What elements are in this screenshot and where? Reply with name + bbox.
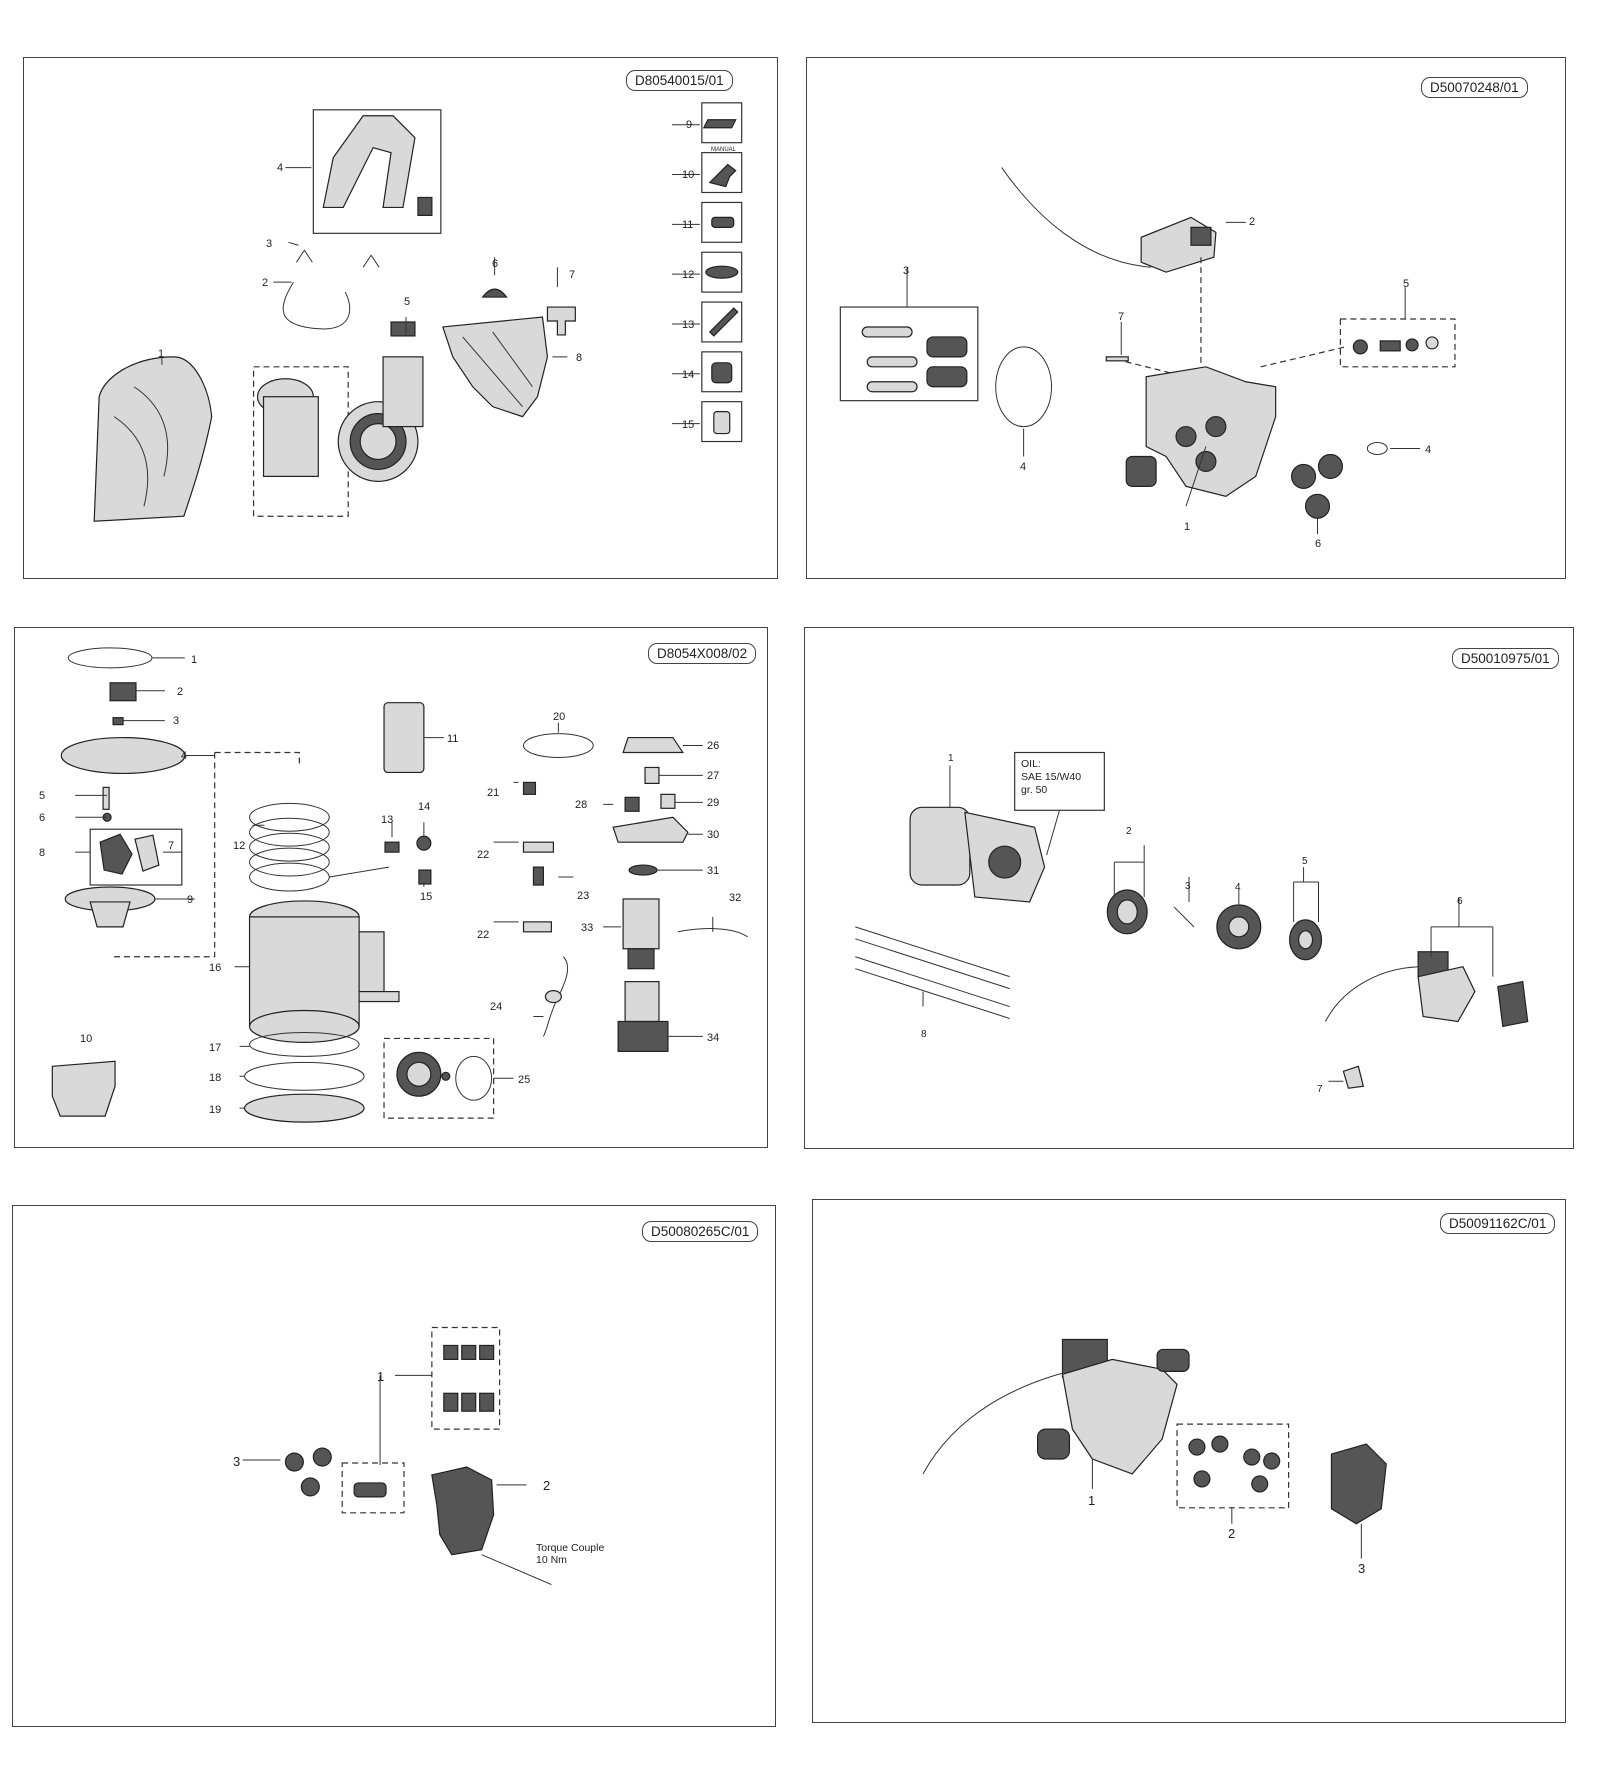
callout-22b: 22 bbox=[477, 929, 490, 941]
callout-33: 33 bbox=[581, 922, 594, 934]
panel-d50080265c: D50080265C/01 1 2 3 Torque Couple 10 Nm bbox=[12, 1205, 776, 1727]
callout-1: 1 bbox=[377, 1369, 385, 1384]
callout-27: 27 bbox=[707, 770, 720, 782]
callout-10: 10 bbox=[682, 169, 695, 181]
callout-3: 3 bbox=[233, 1454, 241, 1469]
callout-2: 2 bbox=[1249, 216, 1256, 228]
callout-7: 7 bbox=[1317, 1084, 1323, 1095]
callout-1: 1 bbox=[948, 753, 954, 764]
callout-5: 5 bbox=[404, 296, 411, 308]
exploded-view-pump-head bbox=[839, 167, 1456, 535]
exploded-view-valve-kit bbox=[242, 1326, 552, 1586]
callout-2: 2 bbox=[543, 1478, 551, 1493]
callout-19: 19 bbox=[209, 1104, 222, 1116]
callout-6: 6 bbox=[1457, 896, 1463, 907]
callout-1: 1 bbox=[191, 654, 198, 666]
callout-13: 13 bbox=[381, 814, 394, 826]
callout-5: 5 bbox=[1302, 856, 1308, 867]
callout-2: 2 bbox=[262, 277, 269, 289]
callout-3: 3 bbox=[1358, 1561, 1366, 1576]
callout-34: 34 bbox=[707, 1032, 720, 1044]
callout-6: 6 bbox=[1315, 538, 1322, 550]
callout-10: 10 bbox=[80, 1033, 93, 1045]
callout-4-small: 4 bbox=[1425, 444, 1432, 456]
callout-31: 31 bbox=[707, 865, 720, 877]
callout-21: 21 bbox=[487, 787, 500, 799]
callout-1: 1 bbox=[1184, 521, 1191, 533]
callout-2: 2 bbox=[177, 686, 184, 698]
callout-1: 1 bbox=[1088, 1493, 1096, 1508]
drawing-code: D50091162C/01 bbox=[1440, 1213, 1556, 1234]
panel-d80540015: D80540015/01 1 2 3 4 5 6 7 8 9 MANUAL 10… bbox=[23, 57, 778, 579]
callout-3: 3 bbox=[903, 265, 910, 277]
callout-15: 15 bbox=[682, 419, 695, 431]
panel-d50070248: D50070248/01 1 2 3 4 4 5 6 7 bbox=[806, 57, 1566, 579]
exploded-view-full-unit bbox=[51, 647, 748, 1123]
callout-7: 7 bbox=[569, 269, 576, 281]
callout-1: 1 bbox=[158, 348, 165, 360]
callout-28: 28 bbox=[575, 799, 588, 811]
oil-note-line3: gr. 50 bbox=[1021, 784, 1048, 796]
exploded-view-motor bbox=[855, 751, 1529, 1089]
callout-20: 20 bbox=[553, 711, 566, 723]
panel-d50010975: D50010975/01 OIL: SAE 15/W40 gr. 50 1 2 … bbox=[804, 627, 1574, 1149]
callout-4: 4 bbox=[181, 750, 188, 762]
callout-5: 5 bbox=[39, 790, 46, 802]
callout-22a: 22 bbox=[477, 849, 490, 861]
callout-4: 4 bbox=[1235, 882, 1241, 893]
callout-24: 24 bbox=[490, 1001, 503, 1013]
callout-14: 14 bbox=[682, 369, 695, 381]
callout-9: 9 bbox=[686, 119, 693, 131]
callout-4: 4 bbox=[277, 162, 284, 174]
oil-note-line1: OIL: bbox=[1021, 758, 1041, 770]
callout-13: 13 bbox=[682, 319, 695, 331]
callout-26: 26 bbox=[707, 740, 720, 752]
callout-8: 8 bbox=[921, 1029, 927, 1040]
callout-6: 6 bbox=[492, 258, 499, 270]
torque-note-line1: Torque Couple bbox=[536, 1542, 605, 1554]
callout-3: 3 bbox=[266, 238, 273, 250]
callout-3: 3 bbox=[173, 715, 180, 727]
callout-18: 18 bbox=[209, 1072, 222, 1084]
panel-d50091162c: D50091162C/01 1 2 3 bbox=[812, 1199, 1566, 1723]
callout-2: 2 bbox=[1126, 826, 1132, 837]
oil-note-line2: SAE 15/W40 bbox=[1021, 771, 1082, 783]
callout-32: 32 bbox=[729, 892, 742, 904]
callout-2: 2 bbox=[1228, 1526, 1236, 1541]
callout-23: 23 bbox=[577, 890, 590, 902]
callout-15: 15 bbox=[420, 891, 433, 903]
drawing-code: D50010975/01 bbox=[1452, 648, 1559, 669]
drawing-code: D8054X008/02 bbox=[648, 643, 757, 664]
callout-11: 11 bbox=[682, 219, 694, 231]
drawing-code: D50070248/01 bbox=[1421, 77, 1528, 98]
callout-9: 9 bbox=[187, 894, 194, 906]
drawing-code: D80540015/01 bbox=[626, 70, 733, 91]
callout-4-oring: 4 bbox=[1020, 461, 1027, 473]
callout-30: 30 bbox=[707, 829, 720, 841]
exploded-view-pump-assembly bbox=[922, 1338, 1387, 1559]
exploded-view-machine bbox=[93, 102, 743, 522]
callout-25: 25 bbox=[518, 1074, 531, 1086]
callout-12: 12 bbox=[233, 840, 246, 852]
callout-3: 3 bbox=[1185, 881, 1191, 892]
callout-29: 29 bbox=[707, 797, 720, 809]
callout-7: 7 bbox=[168, 840, 175, 852]
callout-5: 5 bbox=[1403, 278, 1410, 290]
callout-8: 8 bbox=[39, 847, 46, 859]
callout-17: 17 bbox=[209, 1042, 222, 1054]
torque-note-line2: 10 Nm bbox=[536, 1554, 567, 1566]
manual-label: MANUAL bbox=[711, 147, 737, 153]
callout-12: 12 bbox=[682, 269, 695, 281]
callout-11: 11 bbox=[447, 733, 459, 745]
drawing-code: D50080265C/01 bbox=[642, 1221, 759, 1242]
callout-8: 8 bbox=[576, 352, 583, 364]
panel-d8054x008: D8054X008/02 1 2 3 4 5 6 7 8 9 10 11 12 … bbox=[14, 627, 768, 1148]
callout-7: 7 bbox=[1118, 311, 1125, 323]
callout-14: 14 bbox=[418, 801, 431, 813]
callout-6: 6 bbox=[39, 812, 46, 824]
callout-16: 16 bbox=[209, 962, 222, 974]
